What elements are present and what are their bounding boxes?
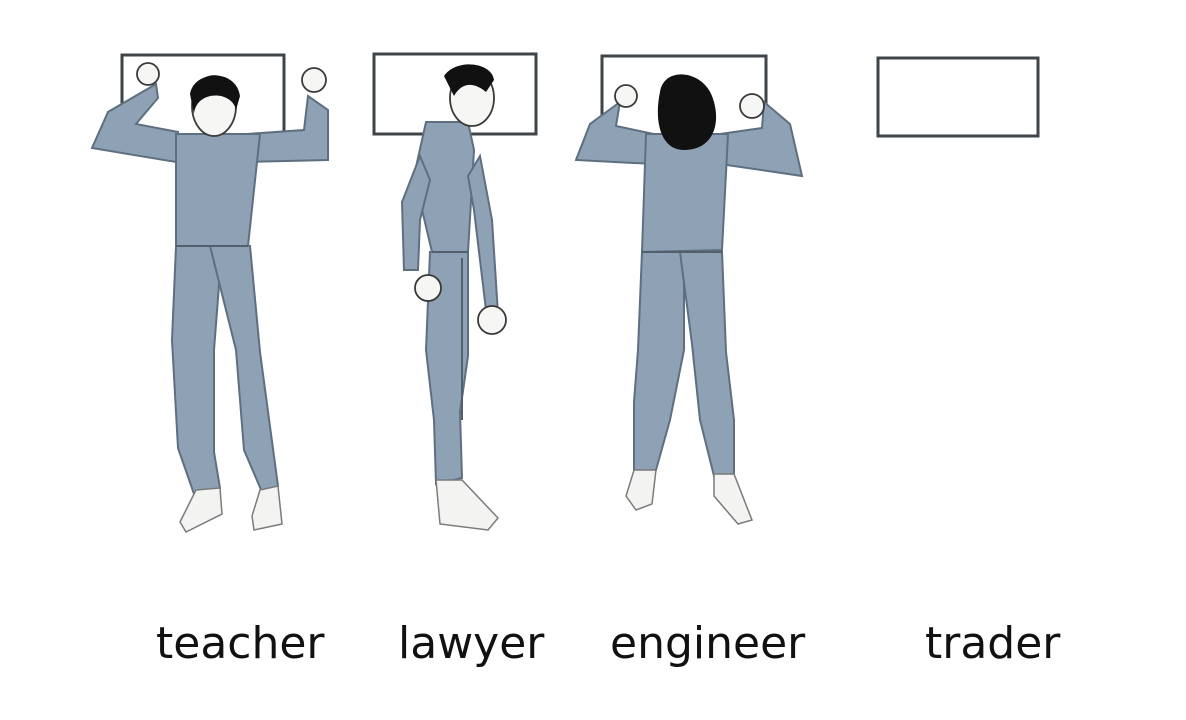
teacher-left-hand — [136, 62, 160, 86]
teacher-figure — [90, 53, 329, 533]
teacher-label: teacher — [156, 618, 325, 669]
engineer-right-leg — [678, 251, 735, 478]
teacher-right-sock — [251, 485, 283, 531]
engineer-right-sock — [713, 473, 753, 525]
trader-empty-pillow — [876, 56, 1040, 138]
lawyer-arm-front — [466, 153, 500, 316]
lawyer-seam — [432, 251, 468, 420]
lawyer-socks — [435, 479, 500, 531]
engineer-left-sock — [625, 469, 657, 511]
trader-label: trader — [925, 618, 1061, 669]
lawyer-hair — [444, 64, 494, 96]
teacher-right-leg — [208, 245, 280, 494]
teacher-left-sock — [179, 487, 223, 533]
lawyer-arm-back — [400, 153, 432, 271]
engineer-figure — [574, 54, 804, 525]
teacher-hair — [190, 75, 240, 114]
trader-figure — [876, 56, 1040, 138]
teacher-right-hand — [301, 67, 327, 93]
engineer-right-hand — [739, 93, 765, 119]
lawyer-legs — [424, 251, 469, 486]
teacher-torso — [175, 133, 262, 247]
engineer-torso — [640, 133, 730, 254]
lawyer-figure — [372, 52, 538, 531]
lawyer-back-hand — [414, 274, 442, 302]
lawyer-label: lawyer — [398, 618, 545, 669]
engineer-hair — [657, 74, 717, 150]
lawyer-front-hand — [477, 305, 507, 335]
engineer-left-leg — [633, 251, 685, 474]
engineer-left-hand — [614, 84, 638, 108]
teacher-left-leg — [170, 245, 224, 496]
engineer-label: engineer — [610, 618, 806, 669]
